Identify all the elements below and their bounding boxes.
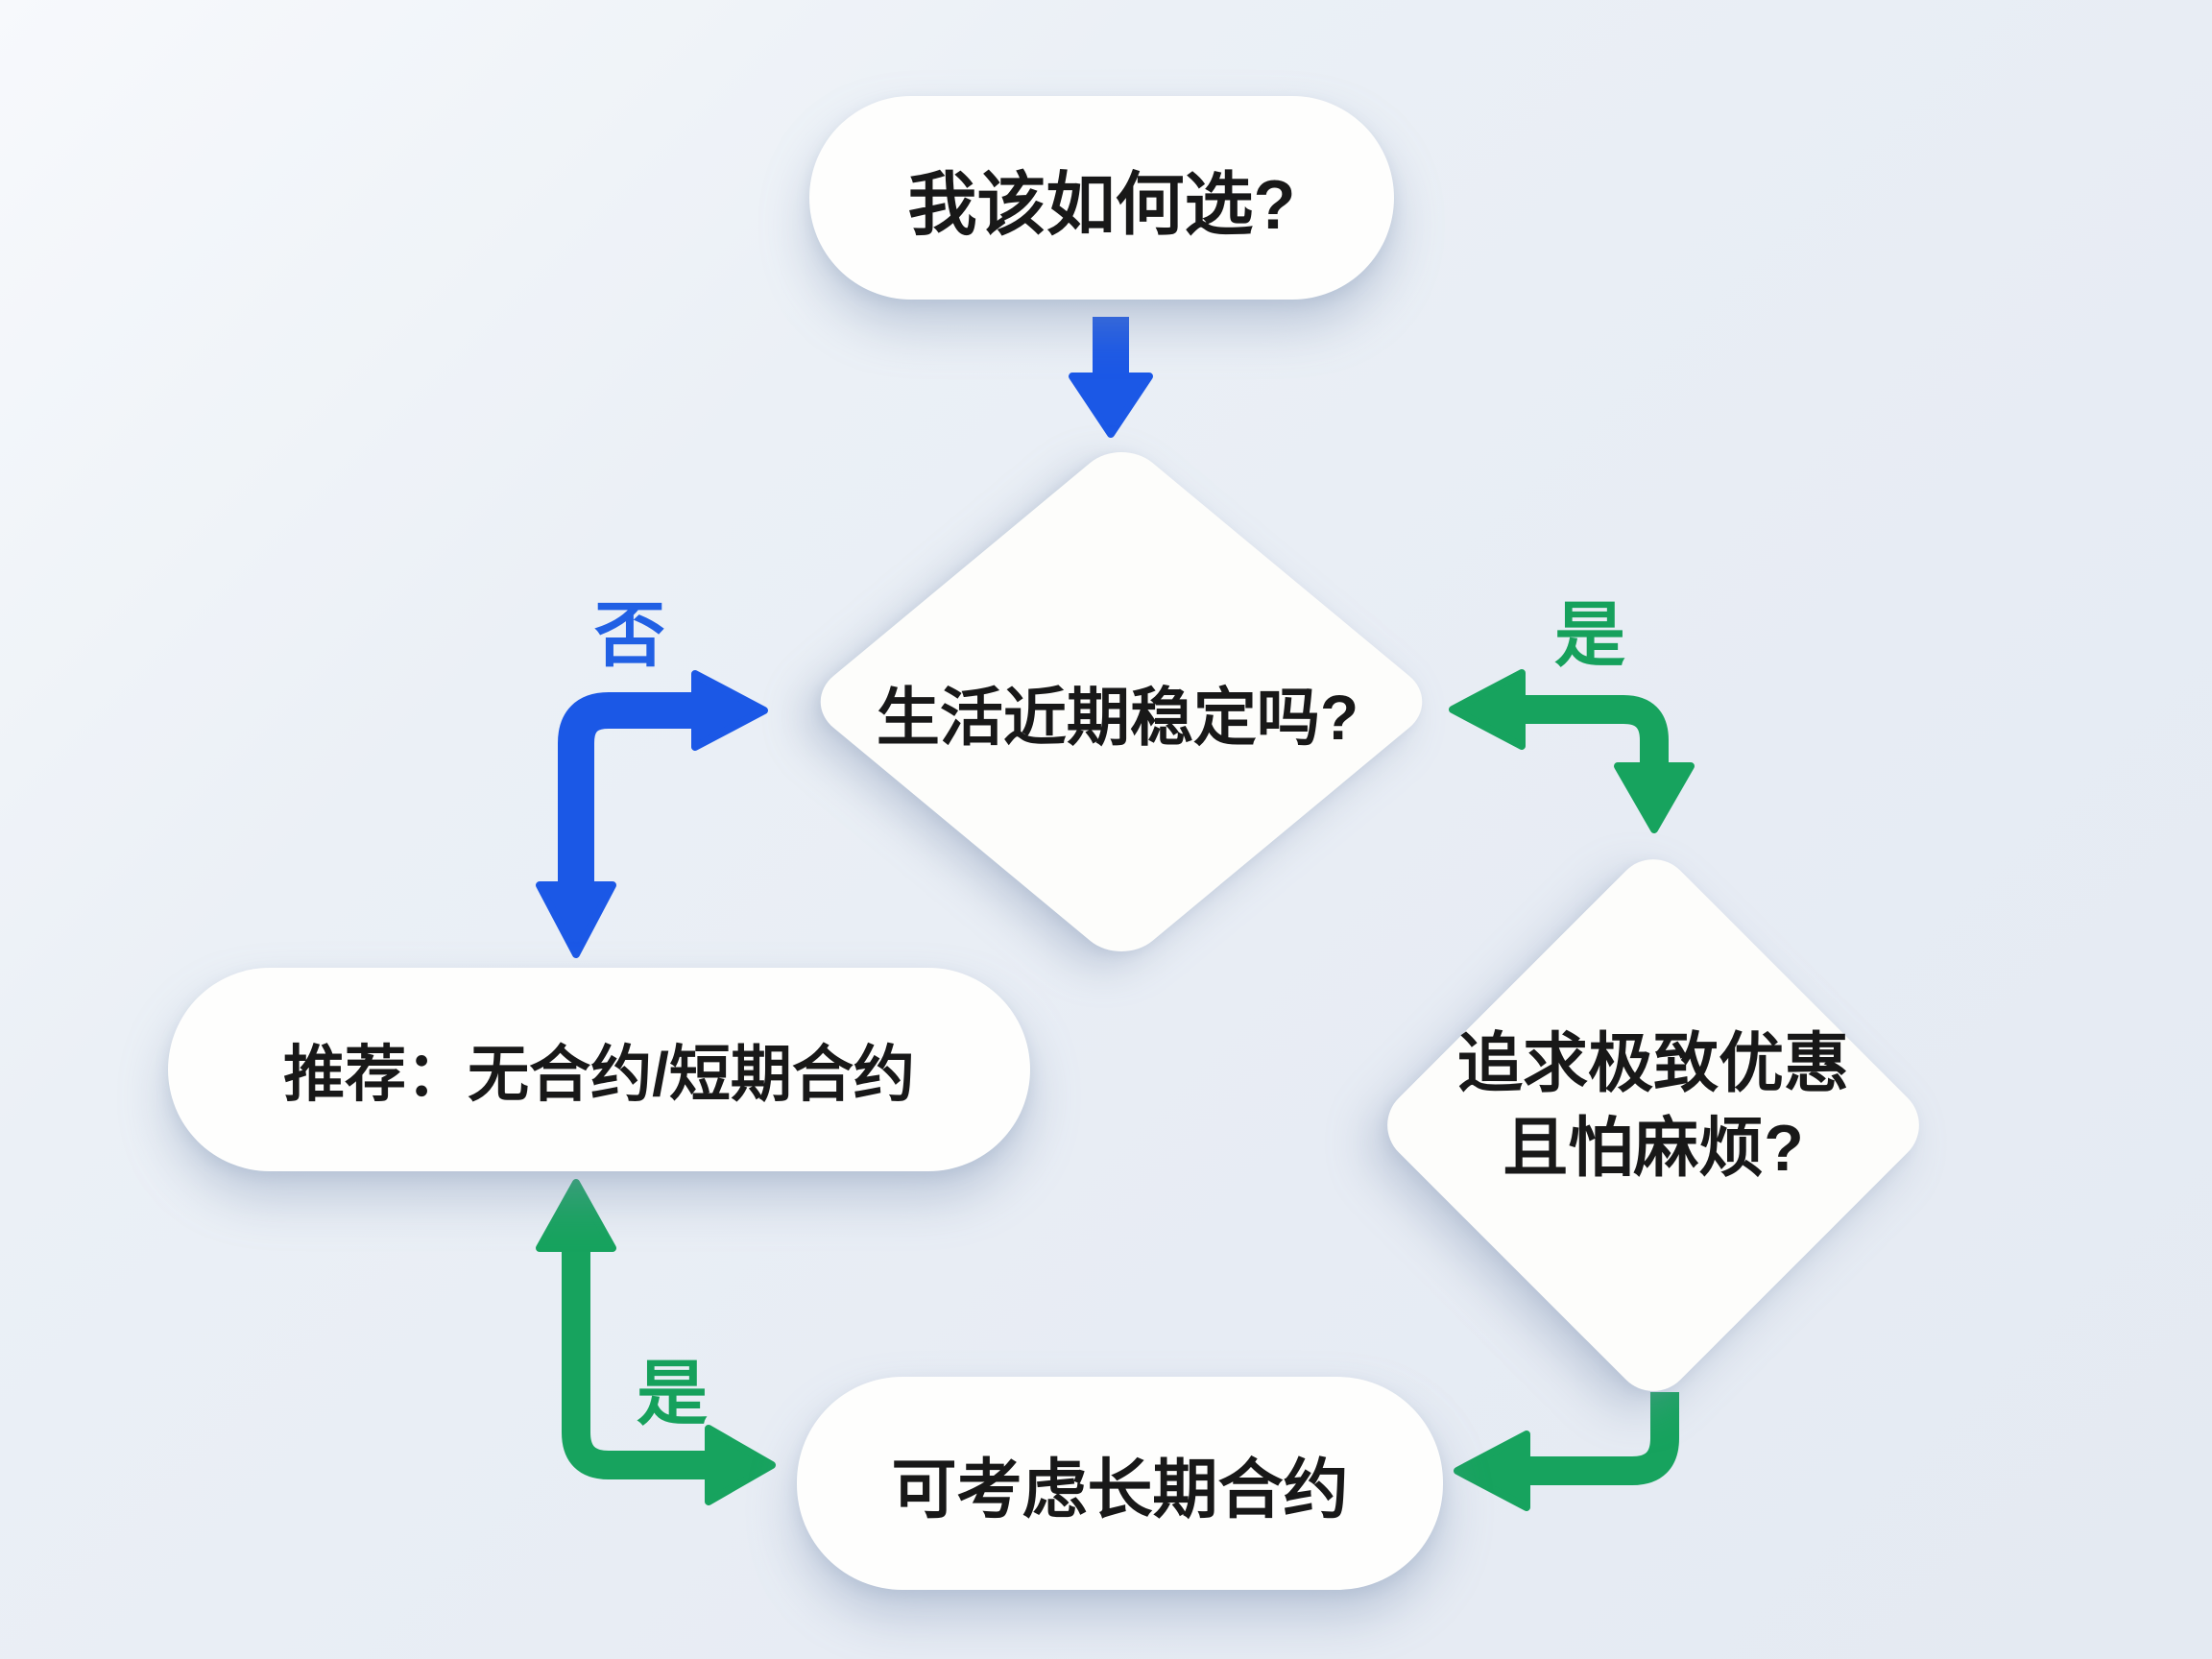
edge-label-yes-right: 是	[1554, 595, 1625, 675]
node-result-long: 可考虑长期合约	[797, 1377, 1443, 1590]
arrow-down-start-icon	[1069, 317, 1153, 438]
node-decision-discount-line2: 且怕麻烦?	[1503, 1112, 1804, 1185]
arrow-elbow-to-long-icon	[1454, 1392, 1679, 1511]
node-start: 我该如何选?	[809, 96, 1394, 300]
node-decision-discount-line1: 追求极致优惠	[1456, 1027, 1850, 1100]
node-result-long-label: 可考虑长期合约	[891, 1453, 1349, 1527]
edge-label-no: 否	[594, 595, 665, 675]
arrow-elbow-no-icon	[536, 670, 768, 958]
node-result-short: 推荐：无合约/短期合约	[168, 968, 1030, 1171]
edge-label-yes-bottom: 是	[637, 1354, 708, 1433]
arrow-elbow-yes-icon	[1449, 669, 1695, 833]
node-start-label: 我该如何选?	[907, 166, 1296, 244]
node-decision-stable-label: 生活近期稳定吗?	[876, 682, 1359, 753]
arrow-elbow-bottom-yes-icon	[536, 1179, 776, 1505]
node-result-short-label: 推荐：无合约/短期合约	[283, 1040, 915, 1109]
node-decision-discount-label: 追求极致优惠 且怕麻烦?	[1457, 1022, 1849, 1190]
